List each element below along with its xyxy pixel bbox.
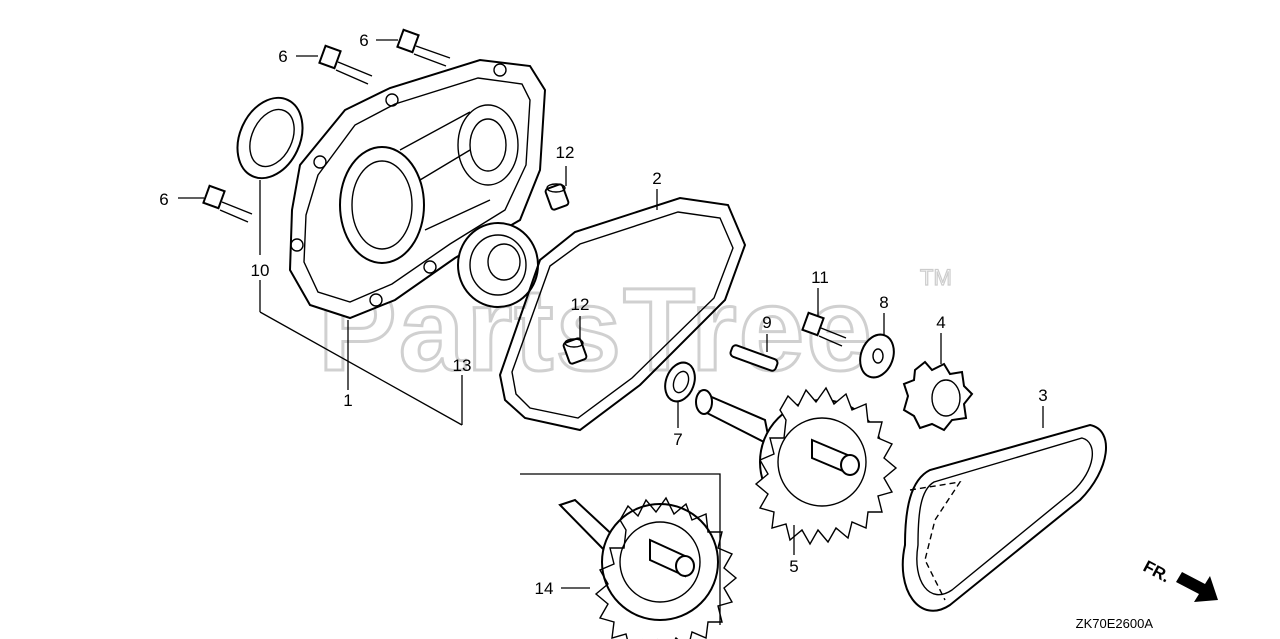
callout-washer-7[interactable]: 7	[673, 430, 682, 449]
small-sprocket-part[interactable]	[902, 360, 974, 432]
callout-dowel-lower[interactable]: 12	[571, 295, 590, 314]
dowel-part-lower[interactable]	[562, 337, 588, 365]
key-part[interactable]	[729, 344, 779, 372]
large-sprocket-part[interactable]	[695, 386, 898, 546]
dowel-part-upper[interactable]	[544, 183, 570, 211]
callout-key[interactable]: 9	[762, 313, 771, 332]
callout-bolt-a[interactable]: 6	[278, 47, 287, 66]
diagram-code: ZK70E2600A	[1076, 616, 1154, 631]
callout-flange-bolt[interactable]: 11	[811, 268, 829, 287]
front-label: FR.	[1140, 557, 1173, 587]
callout-bearing[interactable]: 13	[453, 356, 472, 375]
bearing-part[interactable]	[457, 222, 539, 308]
watermark-trademark: TM	[920, 265, 952, 290]
leader-lines	[178, 39, 1044, 589]
inset-frame	[520, 473, 721, 625]
callout-cover[interactable]: 1	[343, 391, 352, 410]
cover-part[interactable]	[288, 58, 547, 320]
oil-seal-part[interactable]	[225, 87, 315, 188]
gasket-part[interactable]	[498, 196, 747, 432]
bolt-part-c[interactable]	[202, 184, 253, 223]
front-direction-indicator: FR.	[1140, 557, 1218, 602]
callout-gasket[interactable]: 2	[652, 169, 661, 188]
arrow-right-icon	[1176, 572, 1218, 602]
flange-bolt-part[interactable]	[801, 311, 847, 347]
chain-part[interactable]	[901, 423, 1107, 612]
callout-sprocket-alt[interactable]: 14	[535, 579, 554, 598]
callout-sprocket-large[interactable]: 5	[789, 557, 798, 576]
bolt-part-b[interactable]	[396, 28, 451, 67]
callout-oil-seal[interactable]: 10	[251, 261, 270, 280]
callout-bolt-b[interactable]: 6	[359, 31, 368, 50]
callout-bolt-c[interactable]: 6	[159, 190, 168, 209]
callout-washer-8[interactable]: 8	[879, 293, 888, 312]
bolt-part-a[interactable]	[318, 44, 373, 85]
callout-sprocket-small[interactable]: 4	[936, 313, 945, 332]
callout-dowel-upper[interactable]: 12	[556, 143, 575, 162]
alt-sprocket-part[interactable]	[558, 496, 738, 639]
washer7-part[interactable]	[660, 358, 700, 405]
callout-chain[interactable]: 3	[1038, 386, 1047, 405]
